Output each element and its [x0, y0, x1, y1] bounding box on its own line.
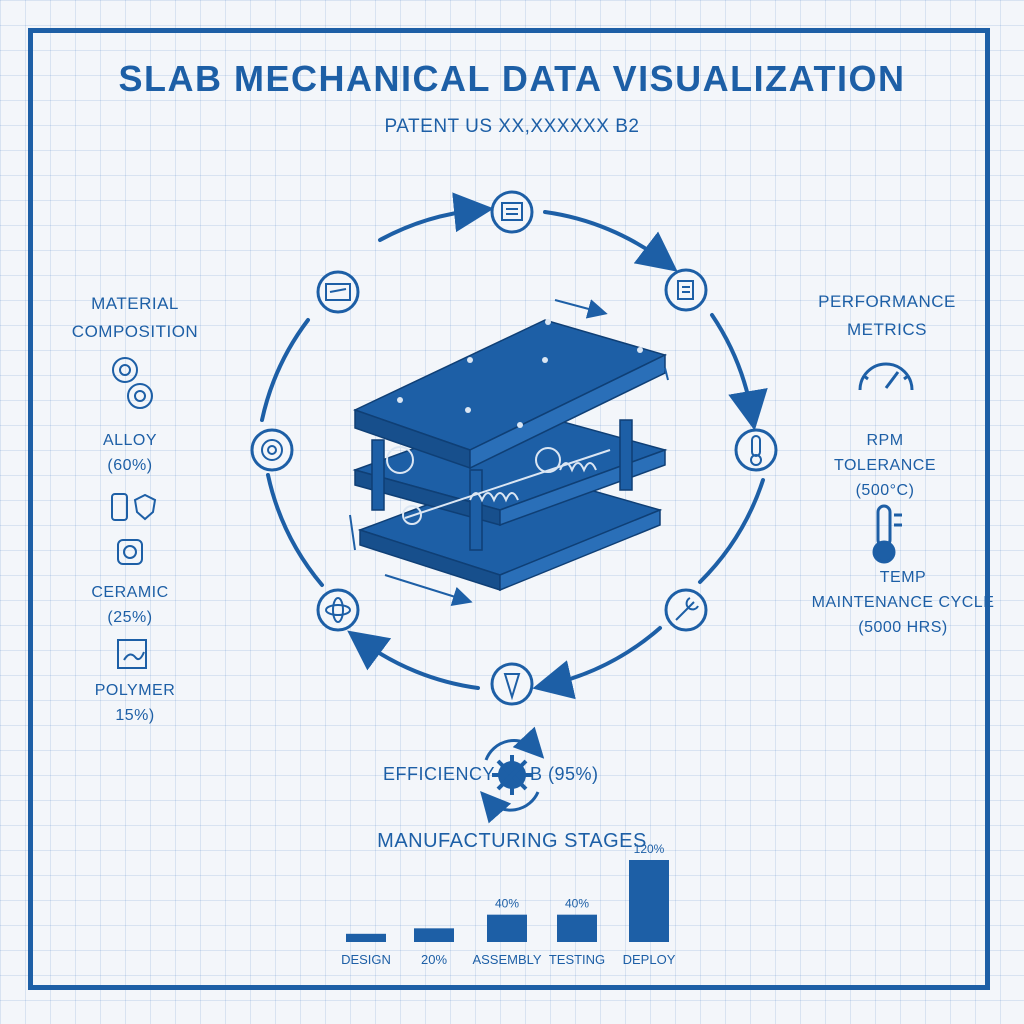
manufacturing-stages-chart: DESIGN 20% ASSEMBLY 40% TESTING 40% DEPLOY 120%: [341, 842, 676, 967]
chip-icon: [117, 539, 143, 565]
material-heading-line2: COMPOSITION: [71, 322, 199, 341]
shield-icon: [111, 493, 157, 521]
gauge-icon: [858, 362, 914, 391]
tolerance-value: (500°C): [855, 482, 915, 499]
thermometer-icon: [734, 428, 778, 472]
chart-bar-3: [557, 914, 597, 942]
cycle-arrow: [266, 473, 324, 587]
polymer-label: POLYMER 15%): [80, 678, 190, 728]
cycle-arrow: [347, 630, 480, 690]
maintenance-label: MAINTENANCE CYCLE: [811, 594, 995, 611]
patent-number: PATENT US XX,XXXXXX B2: [384, 116, 640, 137]
performance-heading-line1: PERFORMANCE: [818, 292, 956, 311]
polymer-value: 15%): [115, 707, 155, 724]
alloy-label: ALLOY (60%): [80, 428, 180, 478]
efficiency-value: B (95%): [530, 764, 599, 784]
cycle-arrow: [543, 210, 678, 272]
performance-heading: PERFORMANCE METRICS: [812, 288, 962, 344]
chart-category-label: DEPLOY: [623, 952, 676, 967]
gear-icon: [112, 357, 138, 383]
rpm-label: RPM: [866, 432, 904, 449]
cycle-arrow: [260, 318, 310, 422]
page-title: SLAB MECHANICAL DATA VISUALIZATION: [118, 58, 906, 99]
thermometer-icon: [872, 504, 902, 564]
chart-category-label: 20%: [421, 952, 447, 967]
drill-bit-icon: [490, 662, 534, 706]
chart-category-label: TESTING: [549, 952, 605, 967]
chart-value-label: 120%: [634, 842, 665, 856]
alloy-value: (60%): [107, 457, 153, 474]
document-icon: [490, 190, 534, 234]
cycle-arrow: [378, 192, 494, 242]
polymer-name: POLYMER: [94, 682, 176, 699]
chart-bar-1: [414, 928, 454, 942]
efficiency-label: EFFICIENCY: [382, 764, 495, 784]
alloy-name: ALLOY: [102, 432, 158, 449]
ceramic-value: (25%): [107, 609, 153, 626]
chart-title: MANUFACTURING STAGES: [377, 830, 647, 852]
rpm-tolerance-label: RPM TOLERANCE (500°C): [820, 428, 950, 503]
chart-value-label: 40%: [495, 897, 519, 911]
chart-category-label: DESIGN: [341, 952, 391, 967]
slab-mechanism-illustration: [349, 299, 669, 606]
chart-category-label: ASSEMBLY: [472, 952, 541, 967]
temp-maintenance-label: TEMP MAINTENANCE CYCLE (5000 HRS): [808, 565, 998, 640]
material-heading-line1: MATERIAL: [91, 294, 179, 313]
chart-bar-0: [346, 933, 386, 942]
tolerance-label: TOLERANCE: [833, 457, 936, 474]
blueprint-icon: [316, 270, 360, 314]
chart-value-label: 40%: [565, 897, 589, 911]
polymer-icon: [117, 639, 147, 669]
cycle-arrow: [532, 626, 662, 700]
cycle-arrow: [710, 313, 768, 431]
atom-icon: [316, 588, 360, 632]
cycle-arrow: [698, 478, 765, 584]
maintenance-value: (5000 HRS): [858, 619, 948, 636]
ceramic-label: CERAMIC (25%): [80, 580, 180, 630]
blueprint-frame: [28, 28, 990, 990]
efficiency-gear-icon: [480, 726, 545, 824]
material-heading: MATERIAL COMPOSITION: [70, 290, 200, 346]
temp-label: TEMP: [879, 569, 927, 586]
performance-heading-line2: METRICS: [847, 320, 927, 339]
target-icon: [250, 428, 294, 472]
ceramic-name: CERAMIC: [91, 584, 169, 601]
checklist-icon: [664, 268, 708, 312]
chart-bar-2: [487, 914, 527, 942]
chart-bar-4: [629, 860, 669, 942]
